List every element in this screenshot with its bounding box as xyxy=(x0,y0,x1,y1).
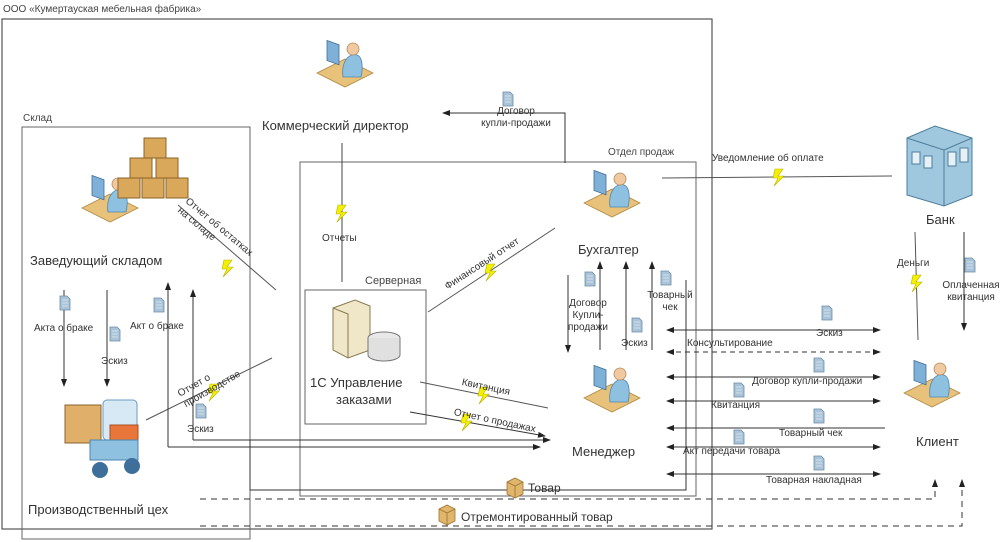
document-icon xyxy=(195,403,207,419)
organization-title: ООО «Кумертауская мебельная фабрика» xyxy=(3,4,202,15)
flow-label: Эскиз xyxy=(101,356,128,367)
accountant-icon xyxy=(583,170,641,218)
section-sales-department: Отдел продаж xyxy=(608,147,675,158)
document-icon xyxy=(733,429,745,445)
node-commercial-director: Коммерческий директор xyxy=(262,118,409,133)
flow-label: Отчеты xyxy=(322,233,357,244)
document-icon xyxy=(153,297,165,313)
boxes-stack-icon xyxy=(117,137,189,199)
node-accountant: Бухгалтер xyxy=(578,242,639,257)
flow-repaired-goods: Отремонтированный товар xyxy=(461,510,613,524)
node-production: Производственный цех xyxy=(28,502,169,517)
flow-label-line: Договор xyxy=(569,298,607,309)
flow-label-line: купли-продажи xyxy=(481,118,551,129)
bank-icon xyxy=(906,125,973,207)
flow-label: Договор Купли- продажи xyxy=(566,298,610,334)
flow-label: Товарный чек xyxy=(779,428,843,439)
document-icon xyxy=(964,257,976,273)
flow-label-line: Договор xyxy=(497,106,535,117)
node-manager: Менеджер xyxy=(572,444,636,459)
node-system-line1: 1С Управление xyxy=(310,375,403,390)
document-icon xyxy=(660,270,672,286)
node-system-line2: заказами xyxy=(336,392,392,407)
document-icon xyxy=(584,271,596,287)
flow-label: Договор купли-продажи xyxy=(752,376,863,387)
flow-label: Оплаченная квитанция xyxy=(936,280,1006,304)
flow-goods: Товар xyxy=(528,481,561,495)
flow-label: Товарная накладная xyxy=(766,475,862,486)
package-icon xyxy=(506,477,524,499)
flow-label: Акт передачи товара xyxy=(683,446,781,457)
document-icon xyxy=(813,408,825,424)
node-bank: Банк xyxy=(926,212,955,227)
document-icon xyxy=(502,91,514,107)
node-warehouse-manager: Заведующий складом xyxy=(30,253,163,268)
document-icon xyxy=(109,326,121,342)
flow-label-line: квитанция xyxy=(947,292,995,303)
flow-label-line: Оплаченная xyxy=(942,280,1000,291)
warehouse-frame xyxy=(21,126,251,540)
lightning-icon xyxy=(772,168,785,187)
flow-label: Эскиз xyxy=(621,338,648,349)
flow-label: Акт о браке xyxy=(130,321,184,332)
document-icon xyxy=(733,382,745,398)
flow-label-line: Товарный xyxy=(647,290,693,301)
server-room-frame xyxy=(304,289,427,425)
manager-icon xyxy=(583,365,641,413)
organization-frame xyxy=(1,18,713,530)
client-icon xyxy=(903,360,961,408)
flow-label-line: продажи xyxy=(568,322,608,333)
flow-label: Консультирование xyxy=(687,338,773,349)
document-icon xyxy=(813,455,825,471)
node-client: Клиент xyxy=(916,434,959,449)
flow-label: Уведомление об оплате xyxy=(712,153,824,164)
flow-label: Товарный чек xyxy=(642,290,698,314)
commercial-director-icon xyxy=(316,40,374,88)
flow-label: Квитанция xyxy=(711,400,761,411)
server-icon xyxy=(332,299,401,362)
flow-label-line: чек xyxy=(662,302,678,313)
flow-label: Эскиз xyxy=(187,424,214,435)
forklift-icon xyxy=(64,399,140,478)
document-icon xyxy=(59,295,71,311)
flow-label-line: Купли- xyxy=(572,310,604,321)
section-server-room: Серверная xyxy=(365,275,422,287)
document-icon xyxy=(813,357,825,373)
document-icon xyxy=(821,305,833,321)
document-icon xyxy=(631,317,643,333)
section-warehouse: Склад xyxy=(23,113,52,124)
flow-label: Эскиз xyxy=(816,328,843,339)
flow-label: Деньги xyxy=(897,258,930,269)
package-icon xyxy=(438,504,456,526)
flow-label: Договор купли-продажи xyxy=(476,106,556,130)
flow-label: Акта о браке xyxy=(34,323,94,334)
